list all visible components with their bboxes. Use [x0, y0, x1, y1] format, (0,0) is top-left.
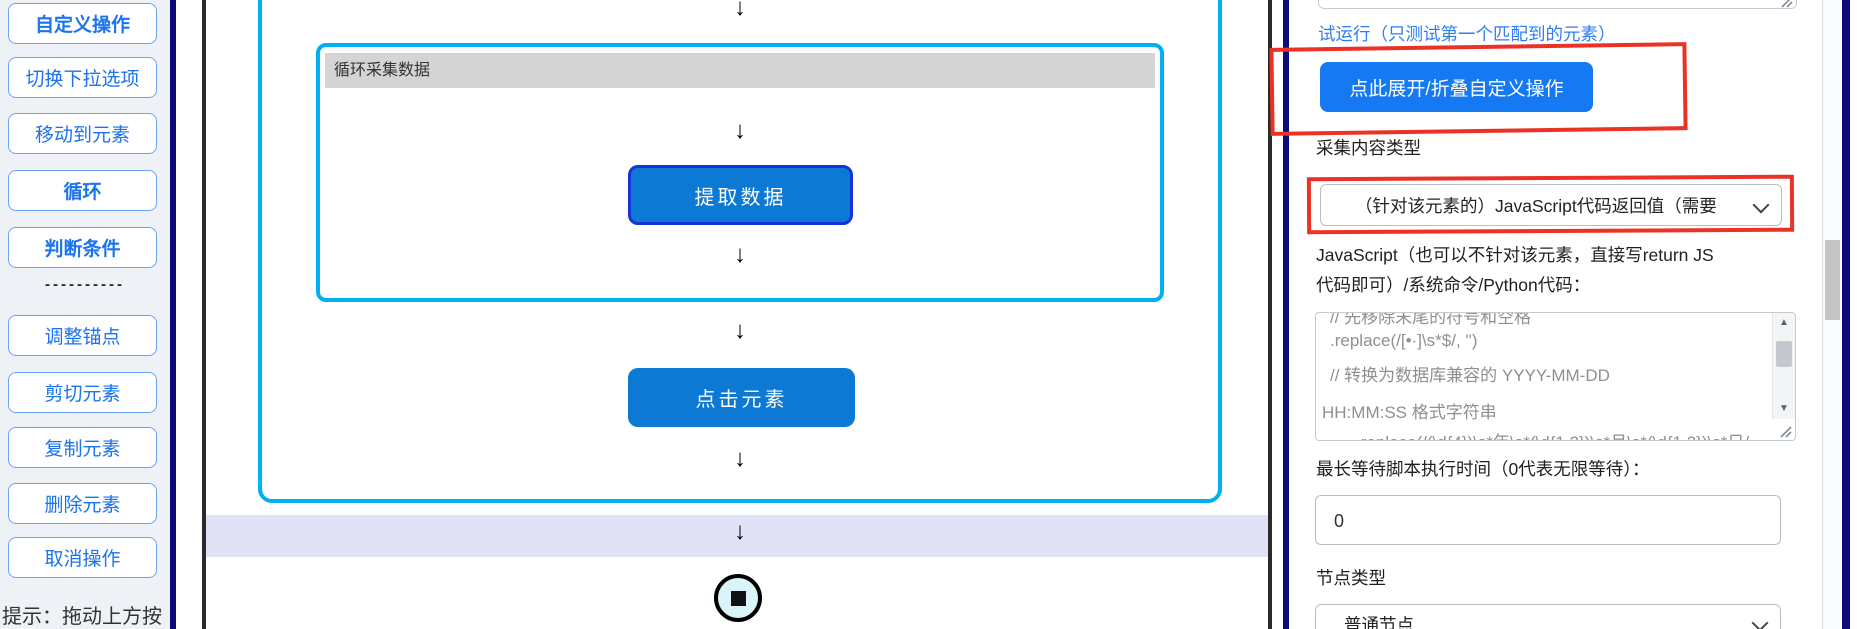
- sidebar-item-condition[interactable]: 判断条件: [8, 227, 157, 268]
- xpath-textarea-partial[interactable]: [1318, 0, 1797, 9]
- code-line: .replace(/(\d{4})\s*年\s*(\d{1,2})\s*月\s*…: [1356, 428, 1749, 440]
- loop-block-header[interactable]: 循环采集数据: [325, 53, 1155, 88]
- sidebar-item-copy-element[interactable]: 复制元素: [8, 427, 157, 468]
- scrollbar-thumb[interactable]: [1776, 341, 1792, 367]
- content-type-value: （针对该元素的）JavaScript代码返回值（需要: [1355, 196, 1717, 216]
- node-type-select[interactable]: 普通节点: [1315, 604, 1781, 629]
- scroll-down-icon[interactable]: ▼: [1779, 403, 1789, 414]
- code-line: .replace(/[•·]\s*$/, ''): [1330, 331, 1478, 350]
- textarea-scrollbar[interactable]: ▲ ▼: [1772, 313, 1795, 419]
- panel-scrollbar-thumb[interactable]: [1825, 240, 1840, 320]
- sidebar-item-adjust-anchor[interactable]: 调整锚点: [8, 315, 157, 356]
- click-element-node[interactable]: 点击元素: [628, 368, 855, 427]
- flow-arrow-icon: ↓: [734, 117, 746, 144]
- flow-arrow-icon: ↓: [734, 445, 746, 472]
- flow-arrow-icon: ↓: [734, 518, 746, 545]
- node-type-label: 节点类型: [1316, 568, 1386, 588]
- flow-arrow-icon: ↓: [734, 241, 746, 268]
- extract-data-node[interactable]: 提取数据: [628, 165, 853, 225]
- sidebar-item-loop[interactable]: 循环: [8, 170, 157, 211]
- resize-grip-icon[interactable]: [1778, 424, 1792, 438]
- window-border-left: [170, 0, 176, 629]
- sidebar-item-move-to-element[interactable]: 移动到元素: [8, 113, 157, 154]
- panel-scrollbar[interactable]: [1822, 0, 1842, 629]
- window-border-middle: [1283, 0, 1289, 629]
- sidebar-item-switch-dropdown[interactable]: 切换下拉选项: [8, 57, 157, 98]
- stop-icon: [730, 590, 746, 606]
- wait-time-input[interactable]: 0: [1315, 495, 1781, 545]
- outer-loop-container[interactable]: [258, 0, 1222, 503]
- flow-arrow-icon: ↓: [734, 0, 746, 21]
- sidebar-item-cut-element[interactable]: 剪切元素: [8, 372, 157, 413]
- code-line: HH:MM:SS 格式字符串: [1322, 403, 1497, 422]
- content-type-label: 采集内容类型: [1316, 138, 1421, 158]
- sidebar-item-cancel-action[interactable]: 取消操作: [8, 537, 157, 578]
- node-type-value: 普通节点: [1344, 615, 1414, 629]
- code-line: // 转换为数据库兼容的 YYYY-MM-DD: [1330, 366, 1610, 385]
- resize-grip-icon[interactable]: [1779, 0, 1793, 8]
- drop-zone-band[interactable]: [206, 515, 1268, 557]
- canvas-border-left: [202, 0, 206, 629]
- code-line: // 先移除末尾的符号和空格: [1330, 312, 1532, 327]
- stop-node-button[interactable]: [714, 574, 762, 622]
- canvas-border-right: [1268, 0, 1272, 629]
- sidebar-item-delete-element[interactable]: 删除元素: [8, 483, 157, 524]
- sidebar-divider: ----------: [45, 276, 125, 293]
- flow-arrow-icon: ↓: [734, 317, 746, 344]
- wait-time-label: 最长等待脚本执行时间（0代表无限等待）：: [1316, 459, 1650, 479]
- toolbox-sidebar: 自定义操作 切换下拉选项 移动到元素 循环 判断条件 ---------- 调整…: [0, 0, 170, 629]
- window-border-right: [1842, 0, 1850, 629]
- sidebar-item-custom-action[interactable]: 自定义操作: [8, 3, 157, 44]
- toggle-custom-action-button[interactable]: 点此展开/折叠自定义操作: [1320, 62, 1593, 112]
- js-code-label-line1: JavaScript（也可以不针对该元素，直接写return JS: [1316, 245, 1714, 265]
- js-code-label-line2: 代码即可）/系统命令/Python代码：: [1316, 275, 1591, 295]
- js-code-textarea[interactable]: // 先移除末尾的符号和空格 .replace(/[•·]\s*$/, '') …: [1315, 312, 1796, 441]
- content-type-select[interactable]: （针对该元素的）JavaScript代码返回值（需要: [1320, 184, 1782, 226]
- inner-loop-container[interactable]: [316, 43, 1164, 302]
- try-run-link[interactable]: 试运行（只测试第一个匹配到的元素）: [1318, 24, 1616, 44]
- sidebar-hint-text: 提示：拖动上方按: [2, 606, 162, 628]
- scroll-up-icon[interactable]: ▲: [1779, 317, 1789, 328]
